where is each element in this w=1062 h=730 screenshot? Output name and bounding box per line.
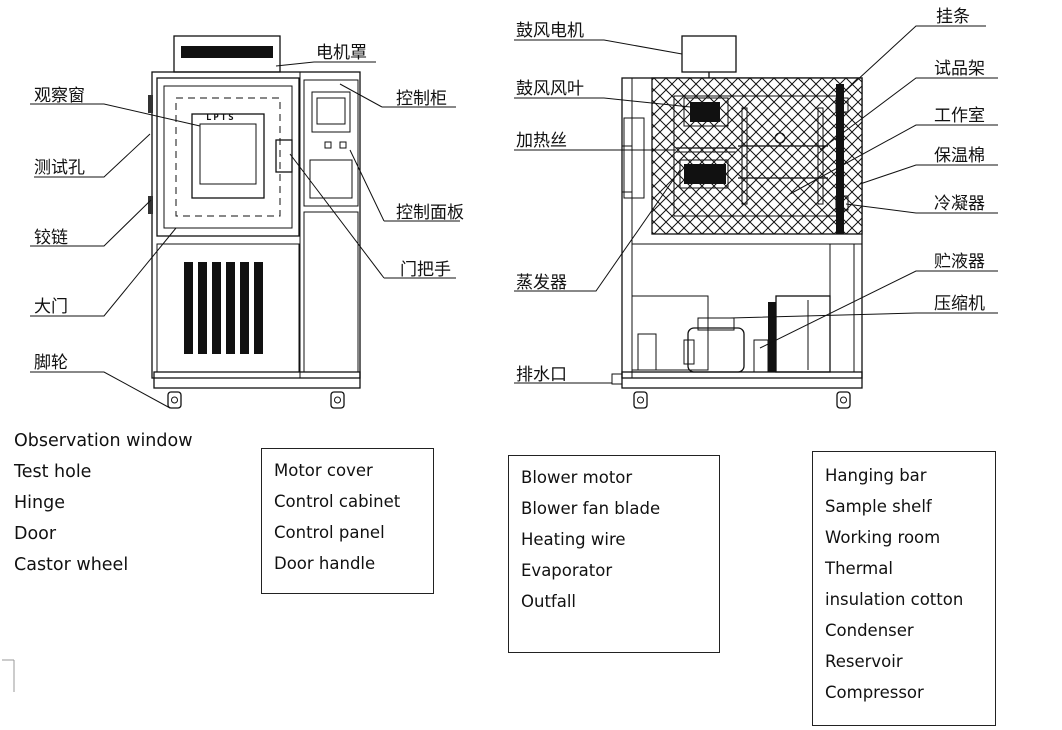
castor-wheels	[167, 391, 345, 409]
section-view-leaders	[514, 25, 998, 384]
legend-item: Hanging bar	[825, 466, 927, 485]
legend-item: Outfall	[521, 592, 577, 611]
section-view-machine	[611, 35, 863, 409]
outfall-shape	[611, 373, 623, 385]
label-outfall: 排水口	[516, 365, 567, 385]
legend-item: Observation window	[14, 431, 193, 451]
legend-item: Evaporator	[521, 561, 613, 580]
label-condenser: 冷凝器	[934, 194, 985, 214]
label-control-cabinet: 控制柜	[396, 89, 447, 109]
legend-box-2: Blower motor Blower fan blade Heating wi…	[508, 455, 720, 653]
front-view-leaders	[30, 61, 460, 409]
observation-window-shape	[191, 113, 265, 199]
label-control-panel: 控制面板	[396, 203, 464, 223]
lower-vent	[184, 262, 263, 354]
main-door	[156, 77, 300, 237]
compressor-shape	[687, 327, 745, 373]
hanging-bar-shape	[836, 84, 844, 234]
cabinet-body	[151, 71, 361, 379]
legend-item: Compressor	[825, 683, 924, 702]
label-door-handle: 门把手	[400, 260, 451, 280]
evaporator-shape	[684, 164, 726, 184]
label-working-room: 工作室	[934, 106, 985, 126]
legend-box-3: Hanging bar Sample shelf Working room Th…	[812, 451, 996, 726]
label-evaporator: 蒸发器	[516, 273, 567, 293]
condenser-shape	[775, 295, 831, 373]
motor-cover-vent	[181, 46, 273, 58]
door-handle-shape	[275, 139, 293, 173]
label-heating-wire: 加热丝	[516, 131, 567, 151]
label-test-hole: 测试孔	[34, 158, 85, 178]
legend-plain: Observation window Test hole Hinge Door …	[14, 426, 193, 581]
legend-item: Test hole	[14, 462, 92, 482]
legend-item: insulation cotton	[825, 590, 964, 609]
legend-item: Heating wire	[521, 530, 626, 549]
legend-box-1: Motor cover Control cabinet Control pane…	[261, 448, 434, 594]
label-hanging-bar: 挂条	[936, 7, 970, 27]
label-observation-window: 观察窗	[34, 86, 85, 106]
blower-fan-blade-shape	[690, 102, 720, 122]
legend-item: Thermal	[825, 559, 893, 578]
legend-item: Blower motor	[521, 468, 633, 487]
section-castor-wheels	[633, 391, 851, 409]
front-view-machine: LPTS	[148, 35, 361, 409]
control-screen	[311, 91, 351, 133]
label-blower-fan-blade: 鼓风风叶	[516, 79, 584, 99]
legend-item: Control cabinet	[274, 492, 401, 511]
legend-item: Blower fan blade	[521, 499, 661, 518]
label-motor-cover: 电机罩	[316, 43, 367, 63]
legend-item: Sample shelf	[825, 497, 932, 516]
legend-item: Door handle	[274, 554, 376, 573]
legend-item: Door	[14, 524, 57, 544]
legend-item: Condenser	[825, 621, 914, 640]
hinge-lower	[148, 196, 153, 214]
blower-motor-shape	[681, 35, 737, 73]
hinge-upper	[148, 95, 153, 113]
label-insulation-cotton: 保温棉	[934, 146, 985, 166]
label-reservoir: 贮液器	[934, 252, 985, 272]
insulation-cotton-shape	[651, 77, 863, 235]
control-cabinet-shape	[303, 79, 359, 207]
label-hinge: 铰链	[34, 228, 68, 248]
panel-logo: LPTS	[206, 113, 236, 123]
label-door: 大门	[34, 297, 68, 317]
label-sample-shelf: 试品架	[934, 59, 985, 79]
label-castor-wheel: 脚轮	[34, 353, 68, 373]
label-blower-motor: 鼓风电机	[516, 21, 584, 41]
legend-item: Castor wheel	[14, 555, 129, 575]
legend-item: Hinge	[14, 493, 65, 513]
legend-item: Working room	[825, 528, 941, 547]
legend-item: Motor cover	[274, 461, 373, 480]
legend-item: Control panel	[274, 523, 385, 542]
legend-item: Reservoir	[825, 652, 903, 671]
label-compressor: 压缩机	[934, 294, 985, 314]
